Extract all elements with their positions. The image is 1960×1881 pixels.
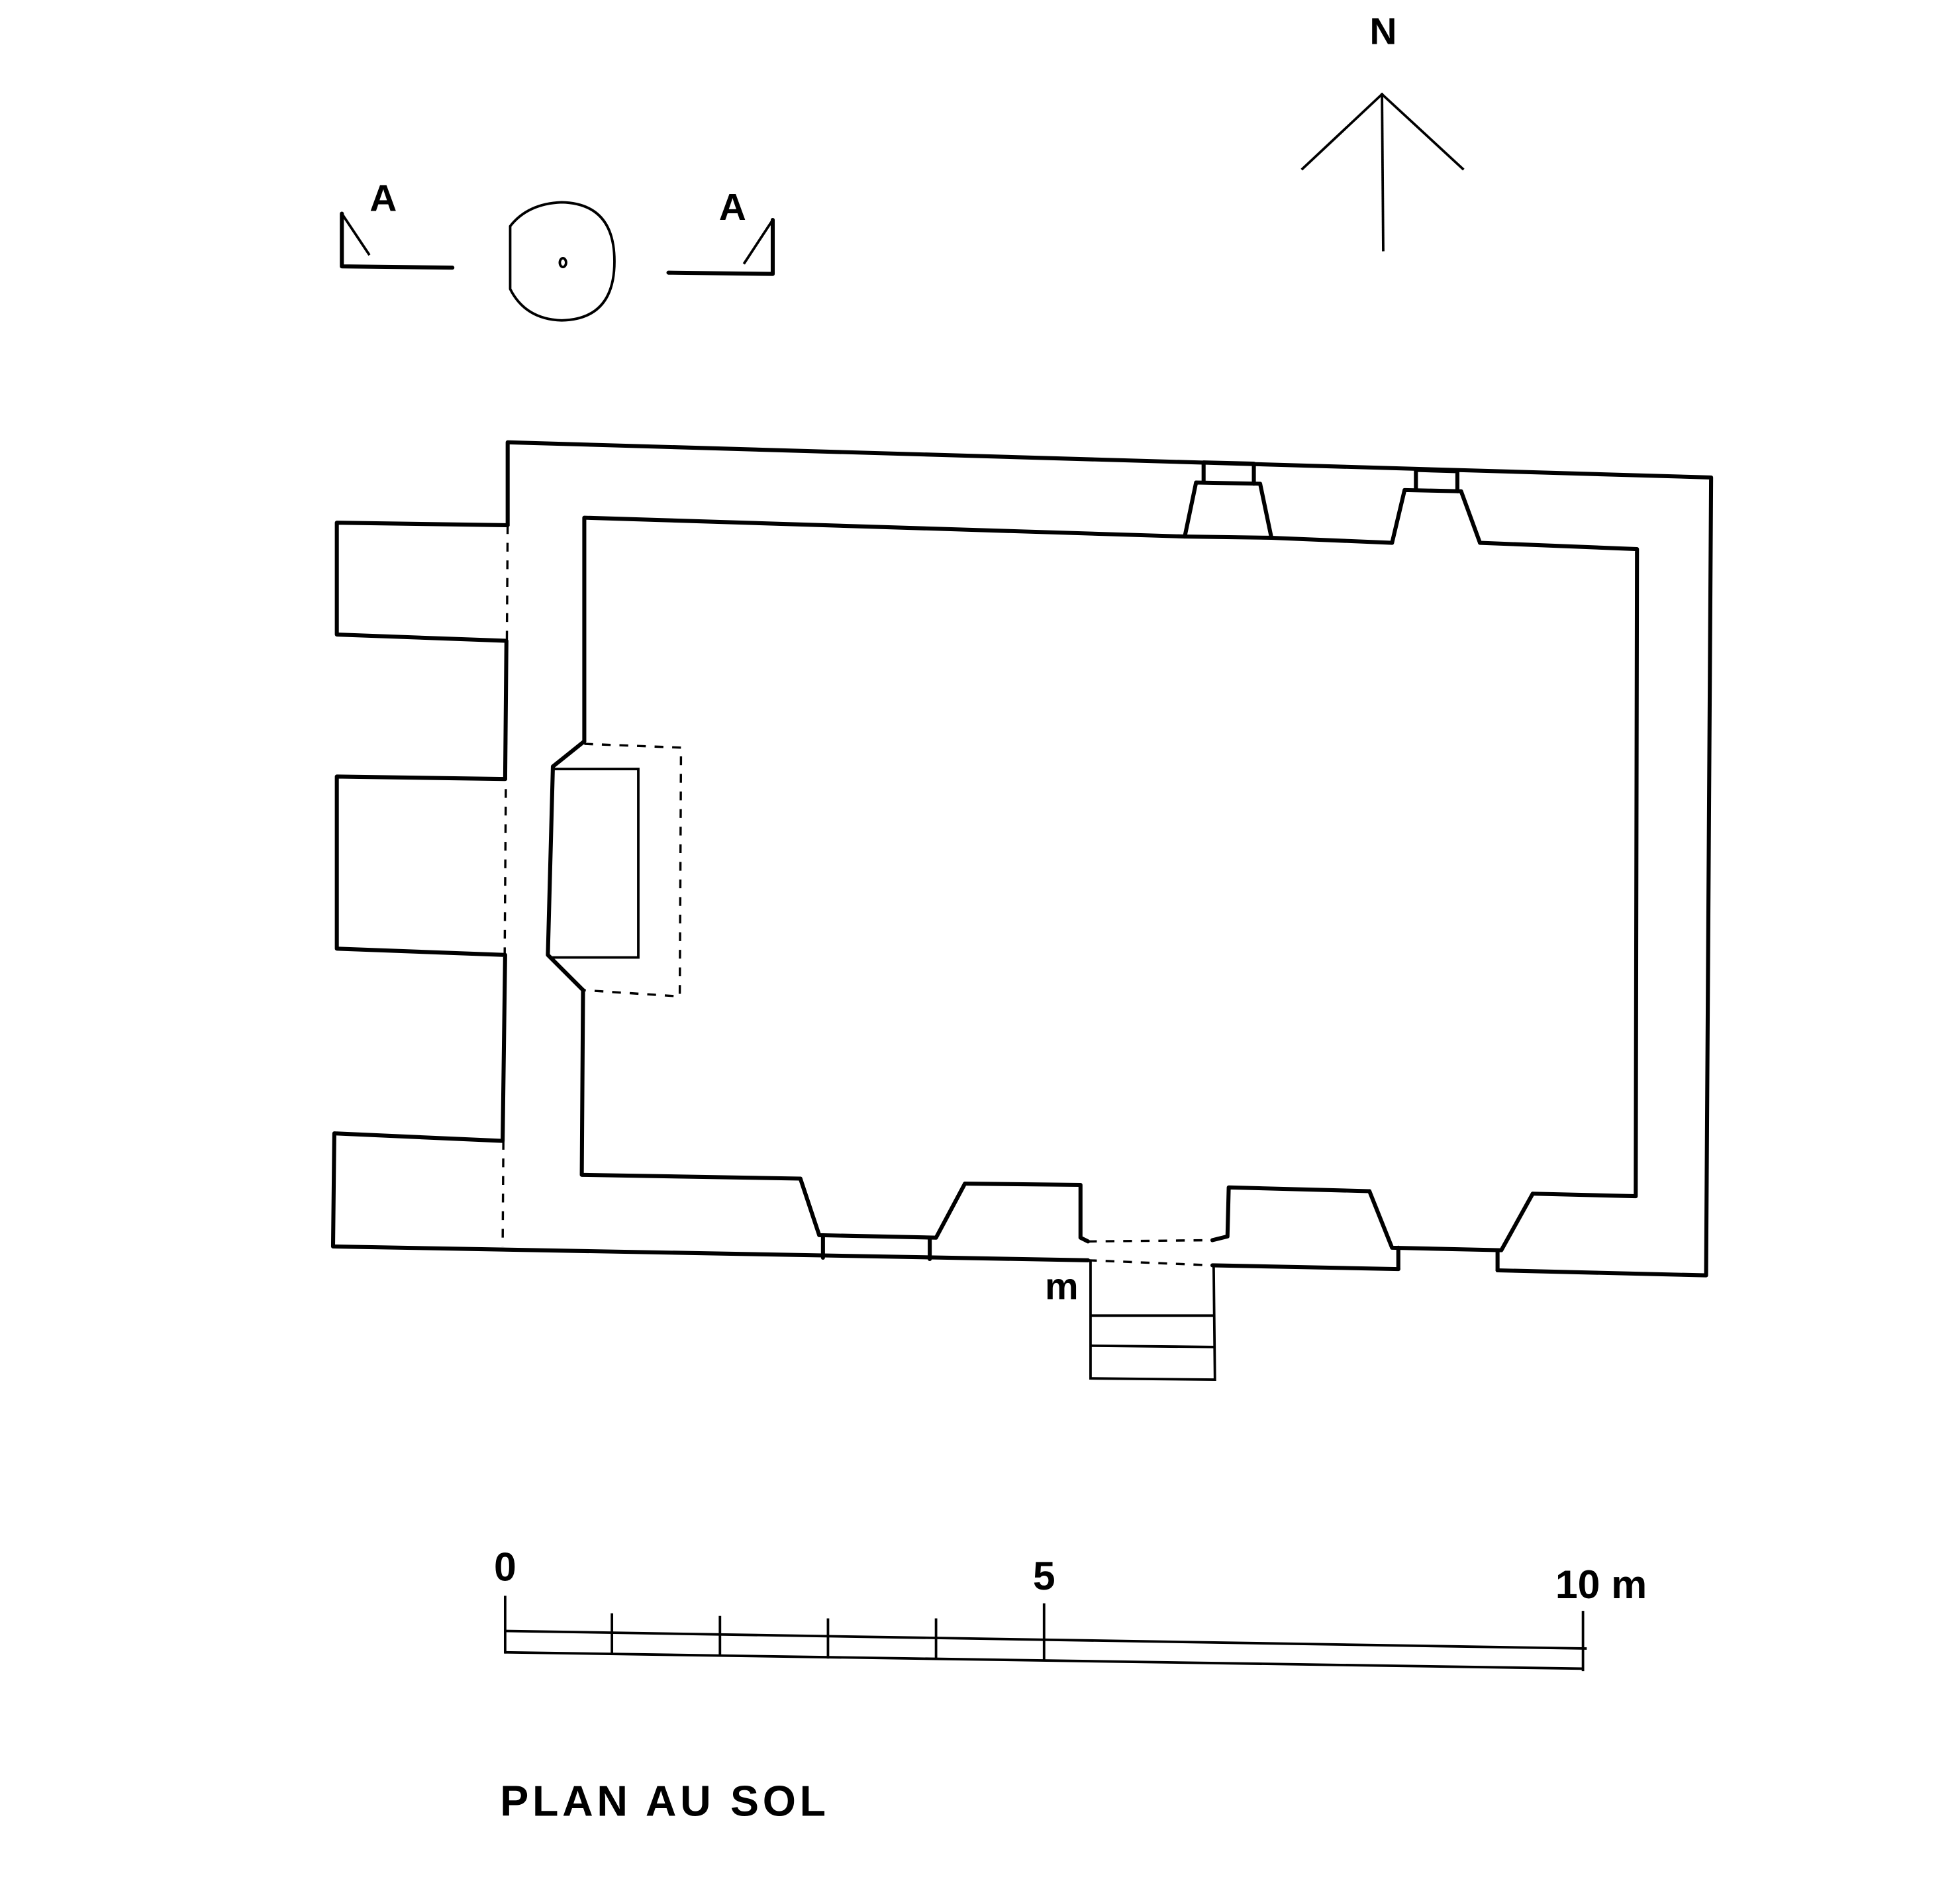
entrance-door: [1088, 1239, 1213, 1267]
section-marker-left: [340, 211, 455, 270]
marker-label: m: [1045, 1266, 1079, 1308]
scale-label-5: 5: [1033, 1553, 1055, 1598]
section-label-right: A: [719, 186, 746, 229]
outer-wall: [330, 440, 1714, 1278]
north-label: N: [1369, 10, 1396, 52]
hidden-wall-line: [501, 525, 509, 1246]
column-section-icon: [509, 201, 616, 322]
south-window-1: [798, 1176, 967, 1261]
entrance-steps: [1089, 1260, 1216, 1381]
section-label-left: A: [369, 178, 397, 220]
section-marker-right: [666, 217, 775, 276]
inner-wall: [579, 515, 1640, 1244]
scale-label-10: 10 m: [1555, 1562, 1647, 1607]
fireplace-niche: [546, 739, 683, 998]
north-window-1: [1183, 460, 1274, 540]
scale-bar: [503, 1596, 1587, 1672]
north-arrow-icon: [1300, 92, 1465, 252]
scale-label-0: 0: [494, 1545, 516, 1590]
south-window-2: [1367, 1189, 1535, 1273]
drawing-title: PLAN AU SOL: [500, 1777, 829, 1825]
north-window-2: [1390, 468, 1483, 545]
